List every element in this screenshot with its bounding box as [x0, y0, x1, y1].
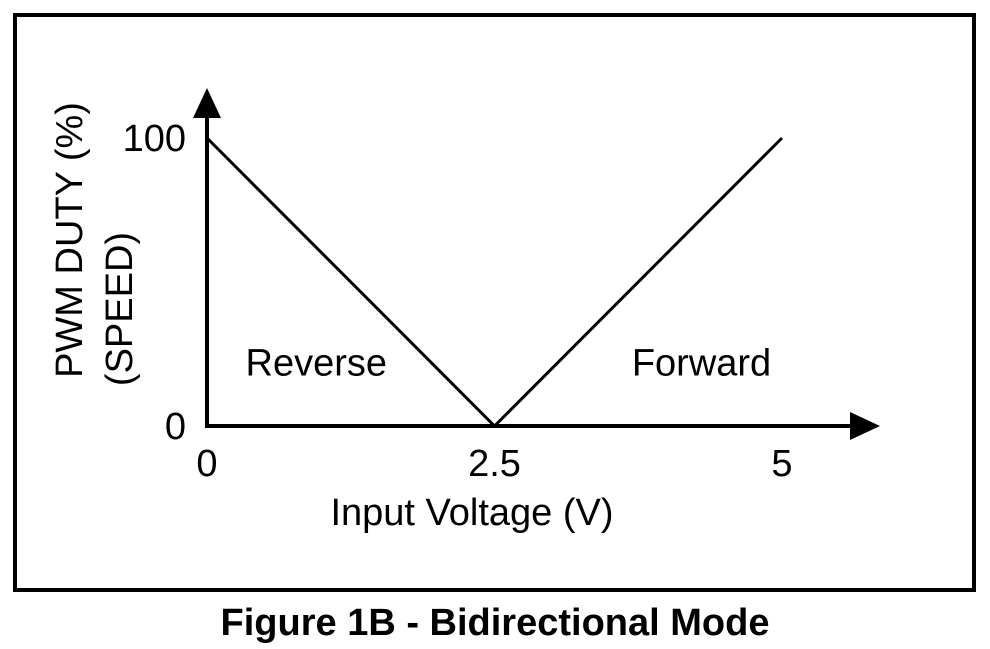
- chart: 0 2.5 5 0 100 Reverse Forward Input Voltage (…: [13, 13, 976, 592]
- region-label-reverse: Reverse: [246, 343, 388, 385]
- x-tick-label: 5: [771, 443, 792, 485]
- tick-group: 0 2.5 5 0 100: [123, 118, 793, 485]
- annotation-group: Reverse Forward: [246, 343, 772, 385]
- figure-caption: Figure 1B - Bidirectional Mode: [220, 602, 770, 644]
- y-tick-label: 100: [123, 118, 186, 160]
- y-axis-arrow: [193, 88, 221, 118]
- x-tick-label: 0: [196, 443, 217, 485]
- series-group: [205, 136, 784, 429]
- x-axis-arrow: [850, 412, 880, 440]
- series-line-0: [205, 136, 784, 429]
- region-label-forward: Forward: [632, 343, 771, 385]
- y-axis-title-line-1: PWM DUTY (%): [49, 102, 91, 378]
- chart-frame: [13, 13, 976, 592]
- x-axis-title: Input Voltage (V): [330, 492, 613, 534]
- x-tick-label: 2.5: [468, 443, 521, 485]
- y-axis-title-line-2: (SPEED): [99, 232, 141, 386]
- y-tick-label: 0: [165, 406, 186, 448]
